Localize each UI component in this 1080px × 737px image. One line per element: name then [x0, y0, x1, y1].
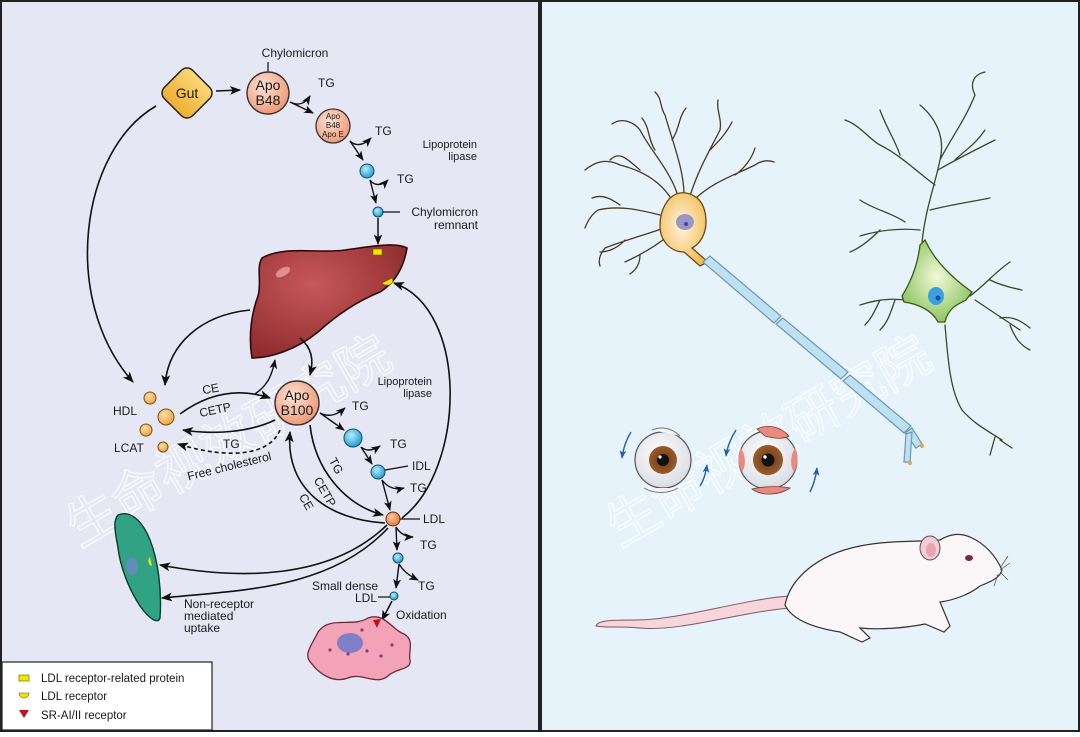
svg-text:LDL receptor: LDL receptor: [41, 691, 107, 703]
svg-text:remnant: remnant: [434, 218, 479, 232]
rotation-arrow-icon: [809, 467, 820, 493]
neuron-green: [844, 71, 1031, 456]
eyeball-normal: [619, 427, 710, 493]
small-dense-ldl-particle: [389, 591, 399, 601]
arrow-ldl-to-smc-2: [160, 527, 389, 602]
legend-item-ldl-receptor-related-protein: LDL receptor-related protein: [18, 673, 184, 685]
svg-text:Apo: Apo: [256, 77, 281, 93]
svg-text:B48: B48: [256, 92, 281, 108]
liver: [249, 244, 408, 359]
idl-label: IDL: [412, 459, 431, 473]
chylomicron-remnant-label: Chylomicron: [411, 205, 478, 219]
vldl-particle: [343, 428, 363, 448]
rotation-arrow-icon: [723, 429, 737, 457]
svg-text:Apo E: Apo E: [322, 130, 344, 139]
cetp-label-1: CETP: [198, 400, 232, 420]
svg-text:SR-AI/II receptor: SR-AI/II receptor: [41, 710, 127, 722]
neuron-yellow: [584, 91, 924, 465]
svg-text:mediated: mediated: [184, 609, 233, 623]
hdl-label: HDL: [113, 404, 137, 418]
lcat-label: LCAT: [114, 441, 144, 455]
hdl-particles: [139, 391, 175, 453]
legend-yellow-rectangle-icon: [18, 674, 30, 682]
arrow-liver-to-hdl: [161, 309, 251, 387]
arrow-free-cholesterol: [176, 429, 281, 454]
svg-text:LDL: LDL: [355, 591, 377, 605]
rotation-arrow-icon: [619, 431, 632, 459]
chylomicron-particle: [359, 163, 375, 179]
tg-label-9: TG: [418, 579, 435, 593]
ldl-receptor-related-protein-marker: [372, 248, 383, 256]
non-receptor-uptake-label: Non-receptor: [184, 597, 254, 611]
tg-label-4: TG: [352, 399, 369, 413]
tg-label-8: TG: [420, 538, 437, 552]
lipoprotein-lipase-label-1: Lipoprotein: [423, 139, 477, 151]
arrow-liver-to-apob100: [299, 337, 317, 377]
gut-node: Gut: [161, 67, 213, 119]
tg-label-5: TG: [390, 437, 407, 451]
ldl-particle: [385, 511, 401, 527]
arrow-gut-to-hdl: [86, 105, 157, 383]
arrow-cetp-hdl-to-apob100: [179, 390, 272, 415]
apo-b48-particle: Apo B48: [246, 71, 290, 115]
arrow-tg-apob100-to-hdl: [181, 419, 276, 436]
eyeball-inflamed: [723, 425, 820, 495]
legend: LDL receptor-related protein LDL recepto…: [1, 661, 213, 731]
sr-ai-ii-receptor-marker: [373, 619, 381, 628]
svg-text:lipase: lipase: [448, 151, 477, 163]
arrow-gut-to-apob48: [215, 85, 242, 95]
arrow-ldl-to-liver: [392, 282, 451, 519]
tg-label-7: TG: [326, 455, 346, 476]
mouse: [595, 533, 1011, 643]
apo-b100-particle: Apo B100: [274, 380, 320, 426]
svg-text:Apo: Apo: [326, 112, 341, 121]
chylomicron-remnant-particle: [372, 206, 384, 218]
tg-label-2: TG: [375, 124, 392, 138]
legend-red-triangle-icon: [19, 710, 29, 718]
svg-text:Apo: Apo: [285, 387, 310, 403]
arrow-tg-apob100-to-ldl: [309, 424, 385, 517]
svg-text:B48: B48: [326, 121, 341, 130]
macrophage-cell: [307, 616, 412, 681]
ldl-receptor-marker: [381, 277, 394, 286]
small-dense-ldl-label: Small dense: [312, 579, 378, 593]
smooth-muscle-cell: [114, 513, 162, 622]
legend-item-ldl-receptor: LDL receptor: [18, 691, 107, 703]
ldl-label: LDL: [423, 512, 445, 526]
svg-text:lipase: lipase: [403, 388, 432, 400]
ce-label-1: CE: [201, 380, 220, 397]
arrow-ldl-to-smc-1: [158, 524, 388, 575]
svg-text:B100: B100: [281, 402, 314, 418]
arrow-ce-ldl-to-apob100: [284, 430, 386, 524]
tg-label-hdl: TG: [223, 437, 240, 451]
apo-b48-apoe-particle: Apo B48 Apo E: [315, 108, 351, 144]
gut-label: Gut: [176, 85, 199, 101]
svg-text:uptake: uptake: [184, 621, 220, 635]
tg-label-3: TG: [397, 172, 414, 186]
oxidation-label: Oxidation: [396, 608, 447, 622]
ldl-intermediate-particle: [392, 552, 404, 564]
idl-particle: [370, 464, 386, 480]
rotation-arrow-icon: [699, 464, 710, 487]
svg-text:LDL receptor-related protein: LDL receptor-related protein: [41, 673, 184, 685]
tg-label-1: TG: [318, 76, 335, 90]
lipoprotein-lipase-label-2: Lipoprotein: [378, 376, 432, 388]
legend-item-sr-ai-ii-receptor: SR-AI/II receptor: [19, 710, 127, 722]
legend-yellow-half-circle-icon: [18, 692, 30, 699]
chylomicron-label: Chylomicron: [262, 46, 329, 60]
tg-label-6: TG: [410, 481, 427, 495]
